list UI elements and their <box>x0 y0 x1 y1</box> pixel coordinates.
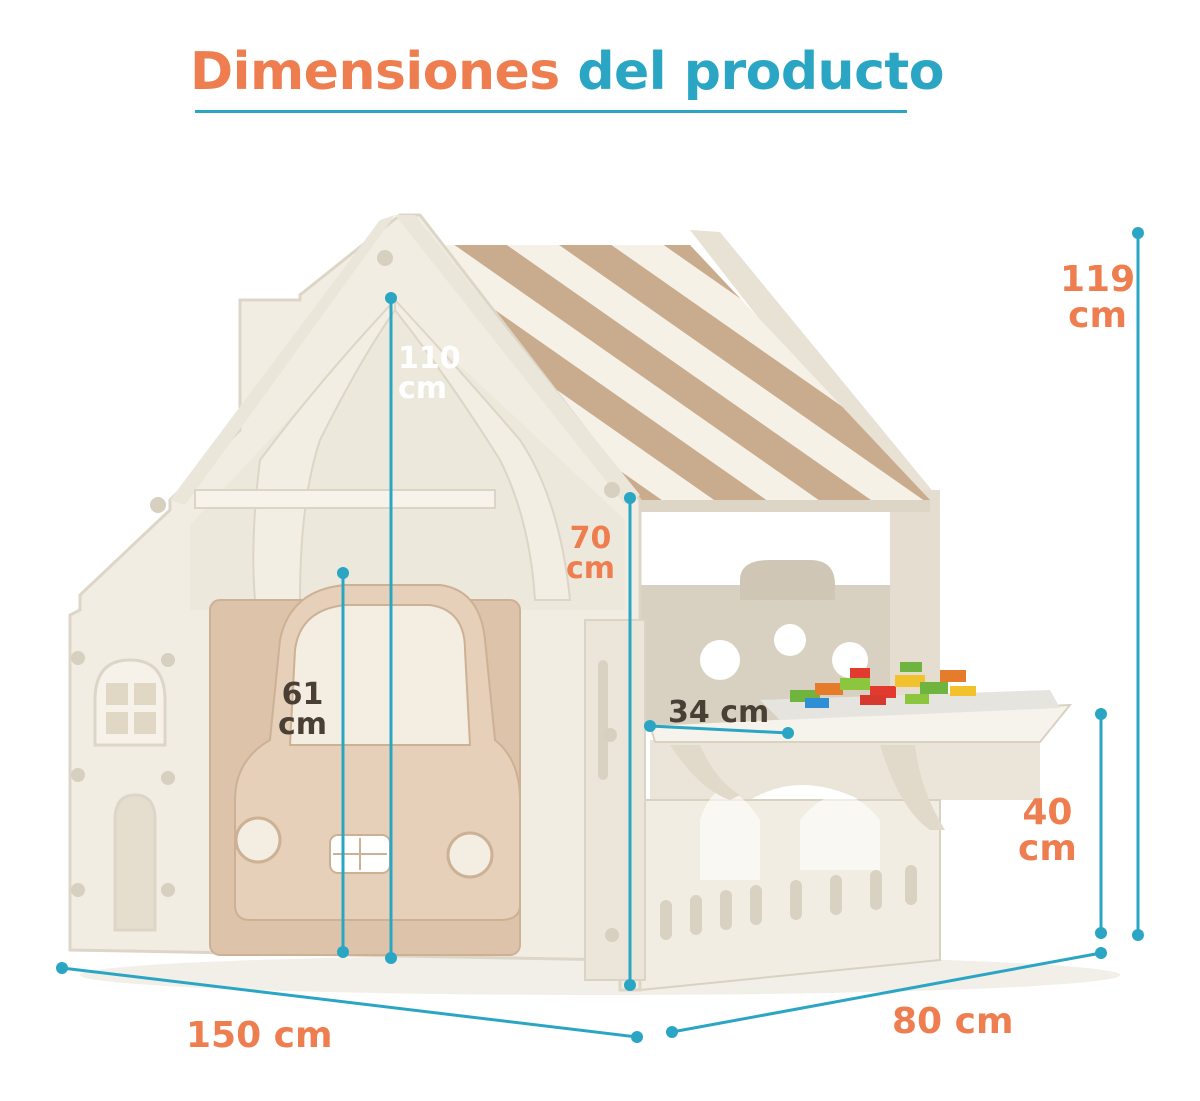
striped-roof <box>430 245 930 500</box>
label-table-height-unit: cm <box>1018 828 1077 869</box>
label-height-inner: 110 cm <box>398 344 461 404</box>
dimension-lines <box>56 227 1144 1043</box>
label-height-wall: 70 cm <box>566 524 615 584</box>
label-height-door-unit: cm <box>278 707 328 742</box>
label-height-door: 61 cm <box>278 680 327 740</box>
label-height-inner-unit: cm <box>398 371 448 406</box>
label-table-depth-value: 34 cm <box>668 695 770 730</box>
side-wall-panel <box>584 619 646 981</box>
dim-line-150 <box>61 966 638 1039</box>
label-table-height: 40 cm <box>1018 795 1077 867</box>
label-width: 150 cm <box>186 1018 333 1054</box>
label-height-total: 119 cm <box>1060 262 1135 334</box>
label-width-value: 150 cm <box>186 1015 333 1056</box>
building-blocks <box>790 662 976 708</box>
label-height-total-unit: cm <box>1068 295 1127 336</box>
snowflake-bolts <box>71 250 620 942</box>
dim-line-34 <box>649 724 789 735</box>
label-height-wall-unit: cm <box>566 551 616 586</box>
roof-edge <box>640 500 930 512</box>
dim-line-80 <box>671 951 1102 1034</box>
label-height-total-value: 119 <box>1060 259 1136 300</box>
label-height-wall-value: 70 <box>569 521 612 556</box>
label-depth: 80 cm <box>892 1004 1013 1040</box>
page-title: Dimensiones del producto <box>190 42 944 102</box>
play-table <box>648 690 1073 830</box>
label-table-height-value: 40 <box>1022 792 1073 833</box>
house-windows <box>93 658 167 932</box>
curtains <box>194 297 572 601</box>
title-part-teal: del producto <box>577 42 944 102</box>
title-part-orange: Dimensiones <box>190 42 560 102</box>
car-door <box>209 584 521 956</box>
label-table-depth: 34 cm <box>668 698 769 728</box>
label-depth-value: 80 cm <box>892 1001 1014 1042</box>
label-height-door-value: 61 <box>281 677 324 712</box>
label-height-inner-value: 110 <box>398 341 461 376</box>
title-underline <box>195 110 907 113</box>
